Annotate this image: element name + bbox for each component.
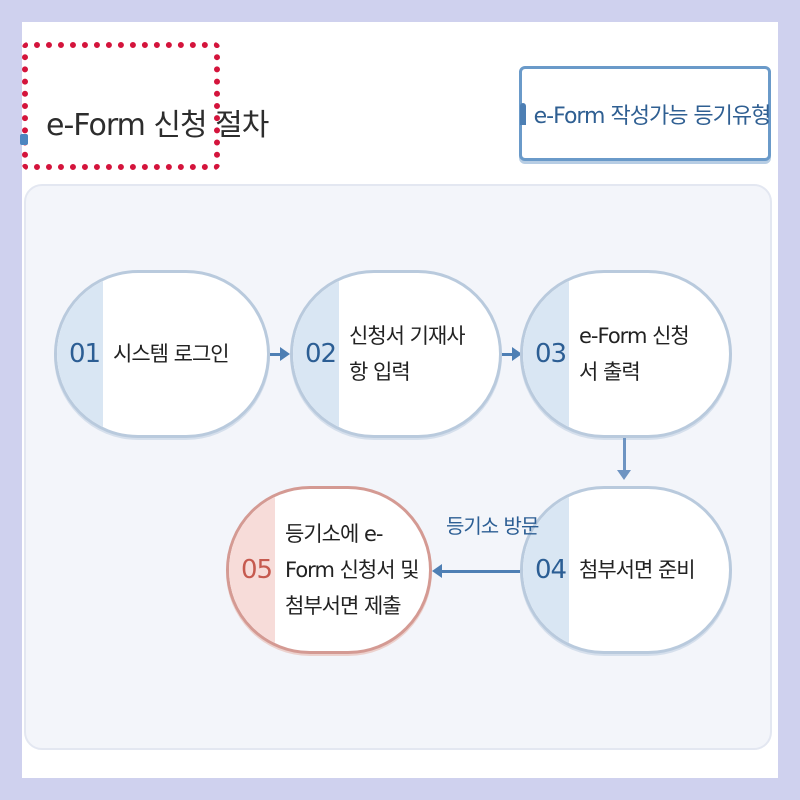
step-label: 시스템 로그인 xyxy=(113,342,230,366)
step-label: 등기소에 e-Form 신청서 및 첨부서면 제출 xyxy=(285,522,420,618)
step-number: 02 xyxy=(305,339,337,369)
eform-types-button-label: e-Form 작성가능 등기유형 xyxy=(533,103,772,129)
step-label: 신청서 기재사항 입력 xyxy=(349,324,466,384)
document-icon xyxy=(519,102,526,125)
page-title: e-Form 신청 절차 xyxy=(46,108,269,143)
step-04: 04 첨부서면 준비 xyxy=(520,486,732,654)
step-number: 03 xyxy=(535,339,567,369)
title-bullet-icon xyxy=(20,134,28,145)
step-number-area xyxy=(57,273,103,435)
step-number: 04 xyxy=(535,555,567,585)
step-01: 01 시스템 로그인 xyxy=(54,270,270,438)
visit-registry-label: 등기소 방문 xyxy=(446,514,539,538)
step-number-area xyxy=(293,273,339,435)
eform-types-button[interactable]: e-Form 작성가능 등기유형 xyxy=(519,66,771,161)
arrow-right-icon xyxy=(270,347,290,361)
procedure-panel: 01 시스템 로그인 02 신청서 기재사항 입력 03 e-Form 신청서 … xyxy=(24,184,772,750)
step-number: 01 xyxy=(69,339,101,369)
arrow-right-icon xyxy=(502,347,522,361)
step-number-area xyxy=(523,273,569,435)
title-highlight-box: e-Form 신청 절차 xyxy=(20,42,269,170)
step-03: 03 e-Form 신청서 출력 xyxy=(520,270,732,438)
step-number: 05 xyxy=(241,555,273,585)
step-number-area xyxy=(229,489,275,651)
step-label: 첨부서면 준비 xyxy=(579,558,696,582)
arrow-down-icon xyxy=(617,438,631,480)
arrow-left-icon xyxy=(432,564,520,578)
step-number-area xyxy=(523,489,569,651)
step-05: 05 등기소에 e-Form 신청서 및 첨부서면 제출 xyxy=(226,486,432,654)
step-02: 02 신청서 기재사항 입력 xyxy=(290,270,502,438)
step-label: e-Form 신청서 출력 xyxy=(579,324,690,384)
page-canvas: e-Form 신청 절차 e-Form 작성가능 등기유형 01 시스템 로그인… xyxy=(20,22,778,778)
